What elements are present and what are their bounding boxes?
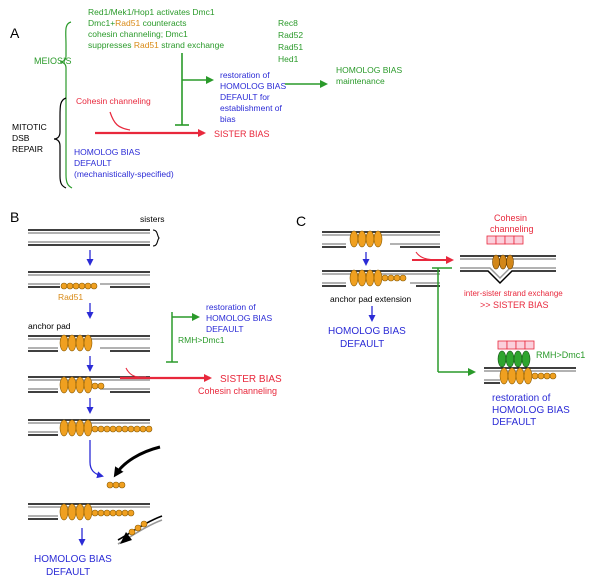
sister-bias-label: SISTER BIAS bbox=[214, 129, 270, 139]
mitotic-label-2: DSB bbox=[12, 133, 30, 143]
note-line-1: Red1/Mek1/Hop1 activates Dmc1 bbox=[88, 7, 215, 17]
b-restoration-line-3: DEFAULT bbox=[206, 324, 244, 334]
dna-resected-rad51 bbox=[28, 271, 150, 290]
b-cohesin-curve bbox=[125, 367, 147, 378]
meiosis-label: MEIOSIS bbox=[34, 56, 72, 66]
anchor-pad-label: anchor pad bbox=[28, 321, 71, 331]
c-cohesin-line-1: Cohesin bbox=[494, 213, 527, 223]
b-rmh-label: RMH>Dmc1 bbox=[178, 335, 225, 345]
c-dna-anchor bbox=[322, 230, 440, 248]
b-default-line-1: HOMOLOG BIAS bbox=[34, 554, 112, 565]
factor-hed1: Hed1 bbox=[278, 54, 299, 64]
meiosis-regulation-note: Red1/Mek1/Hop1 activates Dmc1 Dmc1+Rad51… bbox=[88, 7, 224, 50]
b-cohesin-channeling-label: Cohesin channeling bbox=[198, 386, 277, 396]
c-dmc1-structure bbox=[484, 350, 576, 385]
homolog-strand-arrow bbox=[113, 445, 161, 478]
panel-a-label: A bbox=[10, 25, 20, 41]
b-restoration-line-1: restoration of bbox=[206, 302, 256, 312]
c-restoration-line-2: HOMOLOG BIAS bbox=[492, 405, 570, 416]
dna-step-5 bbox=[28, 419, 153, 437]
factor-rad51: Rad51 bbox=[278, 42, 303, 52]
cohesin-channeling-curve bbox=[109, 111, 131, 131]
free-rad51-bead bbox=[106, 481, 126, 489]
note-line-4: suppresses Rad51 strand exchange bbox=[88, 40, 224, 50]
factor-rec8: Rec8 bbox=[278, 18, 298, 28]
maintenance-line-1: HOMOLOG BIAS bbox=[336, 65, 402, 75]
c-rmh-label: RMH>Dmc1 bbox=[536, 350, 585, 360]
meiosis-brace bbox=[59, 21, 73, 189]
c-restoration-line-3: DEFAULT bbox=[492, 417, 536, 428]
restoration-line-5: bias bbox=[220, 114, 236, 124]
mitotic-label-3: REPAIR bbox=[12, 144, 43, 154]
dna-anchor-pad bbox=[28, 334, 150, 352]
anchor-extension-label: anchor pad extension bbox=[330, 294, 412, 304]
c-cohesin-boxes-bottom bbox=[497, 340, 535, 350]
c-sister-bias-label: >> SISTER BIAS bbox=[480, 300, 549, 310]
step-arrow-5 bbox=[89, 440, 104, 479]
dna-sisters bbox=[28, 229, 150, 246]
mitotic-brace bbox=[53, 97, 67, 189]
c-default-line-1: HOMOLOG BIAS bbox=[328, 326, 406, 337]
default-line-3: (mechanistically-specified) bbox=[74, 169, 174, 179]
panel-c: C bbox=[296, 213, 585, 428]
b-restoration-line-2: HOMOLOG BIAS bbox=[206, 313, 272, 323]
inter-sister-label: inter-sister strand exchange bbox=[464, 289, 563, 298]
c-default-line-2: DEFAULT bbox=[340, 339, 384, 350]
cohesin-channeling-label: Cohesin channeling bbox=[76, 96, 151, 106]
panel-a: A MEIOSIS MITOTIC DSB REPAIR Red1/Mek1/H… bbox=[10, 7, 402, 189]
c-strand-exchange-structure bbox=[460, 254, 556, 285]
factor-rad52: Rad52 bbox=[278, 30, 303, 40]
b-default-line-2: DEFAULT bbox=[46, 567, 90, 578]
c-cohesin-boxes-top bbox=[486, 235, 524, 245]
restoration-text: restoration of HOMOLOG BIAS DEFAULT for … bbox=[220, 70, 286, 124]
panel-b: B sisters Rad51 anchor pad bbox=[10, 209, 282, 578]
note-line-2: Dmc1+Rad51 counteracts bbox=[88, 18, 187, 28]
restoration-line-1: restoration of bbox=[220, 70, 270, 80]
panel-b-label: B bbox=[10, 209, 19, 225]
sisters-label: sisters bbox=[140, 214, 165, 224]
homolog-bias-default-text: HOMOLOG BIAS DEFAULT (mechanistically-sp… bbox=[74, 147, 174, 179]
panel-c-label: C bbox=[296, 213, 306, 229]
default-line-2: DEFAULT bbox=[74, 158, 112, 168]
note-line-3: cohesin channeling; Dmc1 bbox=[88, 29, 188, 39]
c-dna-extension bbox=[322, 269, 440, 287]
dna-step-6 bbox=[28, 503, 163, 545]
dna-step-4 bbox=[28, 376, 150, 394]
restoration-line-2: HOMOLOG BIAS bbox=[220, 81, 286, 91]
restoration-line-4: establishment of bbox=[220, 103, 283, 113]
maintenance-line-2: maintenance bbox=[336, 76, 385, 86]
c-cohesin-curve bbox=[415, 251, 441, 261]
sisters-brace bbox=[152, 229, 160, 247]
c-restoration-line-1: restoration of bbox=[492, 393, 551, 404]
c-cohesin-line-2: channeling bbox=[490, 224, 534, 234]
meiotic-factor-list: Rec8 Rad52 Rad51 Hed1 bbox=[278, 18, 303, 64]
restoration-line-3: DEFAULT for bbox=[220, 92, 270, 102]
default-line-1: HOMOLOG BIAS bbox=[74, 147, 140, 157]
rad51-label: Rad51 bbox=[58, 292, 83, 302]
mitotic-label-1: MITOTIC bbox=[12, 122, 47, 132]
b-sister-bias-label: SISTER BIAS bbox=[220, 374, 282, 385]
